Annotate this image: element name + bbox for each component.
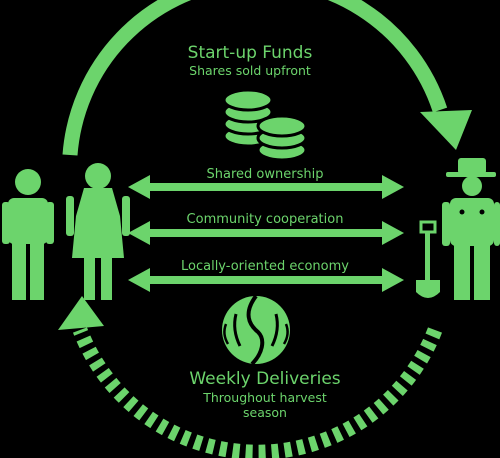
weekly-deliveries-subtitle-line2: season (243, 405, 287, 420)
shovel-icon (416, 220, 440, 298)
arrow-label-shared-ownership: Shared ownership (206, 167, 324, 182)
coins-icon (222, 88, 308, 162)
weekly-deliveries-title: Weekly Deliveries (189, 369, 341, 389)
man-icon (2, 169, 54, 300)
bottom-cycle-arrow (58, 296, 443, 458)
arrow-label-local-economy: Locally-oriented economy (181, 259, 349, 274)
farmer-icon (442, 158, 500, 300)
double-arrow-1 (128, 175, 404, 199)
weekly-deliveries-subtitle-line1: Throughout harvest (203, 390, 327, 405)
cabbage-icon (222, 294, 290, 366)
woman-icon (66, 163, 130, 300)
double-arrow-2 (128, 221, 404, 245)
startup-funds-subtitle: Shares sold upfront (189, 63, 311, 78)
arrow-label-community-cooperation: Community cooperation (186, 212, 344, 227)
startup-funds-title: Start-up Funds (187, 43, 313, 63)
top-cycle-arrow (62, 0, 472, 156)
double-arrow-3 (128, 268, 404, 292)
